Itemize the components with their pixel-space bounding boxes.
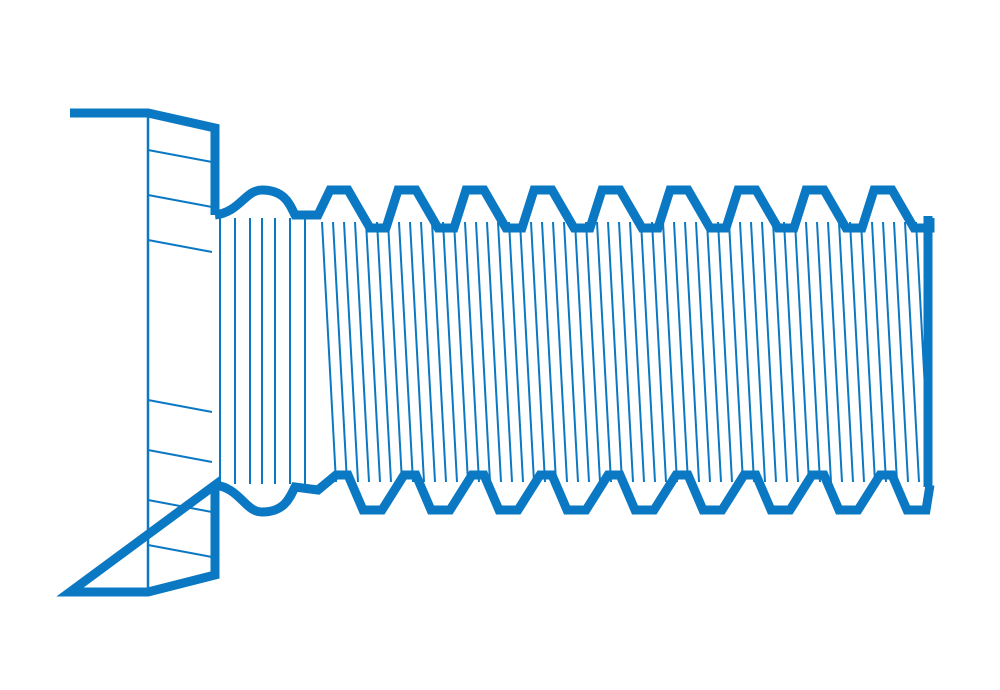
thread-line bbox=[420, 221, 436, 483]
thread-line bbox=[695, 221, 711, 483]
thread-line bbox=[893, 221, 909, 483]
thread-bottom-profile bbox=[214, 470, 935, 517]
thread-line bbox=[838, 221, 854, 483]
thread-line bbox=[552, 221, 568, 483]
thread-line bbox=[398, 221, 414, 483]
thread-line bbox=[607, 221, 623, 483]
thread-line bbox=[882, 221, 898, 483]
thread-line bbox=[321, 221, 337, 483]
knurl-line bbox=[147, 399, 213, 413]
thread-line bbox=[684, 221, 700, 483]
thread-line bbox=[475, 221, 491, 483]
detail-lines bbox=[147, 149, 931, 558]
thread-line bbox=[618, 221, 634, 483]
thread-line bbox=[343, 221, 359, 483]
thread-line bbox=[530, 221, 546, 483]
thread-line bbox=[563, 221, 579, 483]
thread-top-profile bbox=[214, 185, 935, 233]
thread-line bbox=[728, 221, 744, 483]
thread-line bbox=[442, 221, 458, 483]
thread-line bbox=[662, 221, 678, 483]
thread-line bbox=[508, 221, 524, 483]
thread-line bbox=[640, 221, 656, 483]
thread-line bbox=[849, 221, 865, 483]
thread-line bbox=[750, 221, 766, 483]
thread-line bbox=[365, 221, 381, 483]
knurl-line bbox=[147, 449, 213, 463]
thread-line bbox=[827, 221, 843, 483]
thread-line bbox=[387, 221, 403, 483]
thread-line bbox=[783, 221, 799, 483]
thread-line bbox=[574, 221, 590, 483]
thread-line bbox=[871, 221, 887, 483]
knurl-line bbox=[147, 544, 213, 558]
thread-line bbox=[904, 221, 920, 483]
thread-line bbox=[376, 221, 392, 483]
thread-line bbox=[453, 221, 469, 483]
thread-line bbox=[805, 221, 821, 483]
thread-line bbox=[596, 221, 612, 483]
thread-line bbox=[519, 221, 535, 483]
knurl-line bbox=[147, 194, 213, 208]
thread-line bbox=[409, 221, 425, 483]
thread-line bbox=[761, 221, 777, 483]
thread-line bbox=[772, 221, 788, 483]
screw-head bbox=[56, 108, 220, 597]
thread-line bbox=[717, 221, 733, 483]
thread-line bbox=[794, 221, 810, 483]
thread-line bbox=[706, 221, 722, 483]
thread-line bbox=[585, 221, 601, 483]
thread-line bbox=[332, 221, 348, 483]
thread-line bbox=[354, 221, 370, 483]
thread-line bbox=[673, 221, 689, 483]
thread-line bbox=[541, 221, 557, 483]
knurl-line bbox=[147, 149, 213, 163]
thread-line bbox=[431, 221, 447, 483]
thread-line bbox=[486, 221, 502, 483]
thread-line bbox=[497, 221, 513, 483]
thread-line bbox=[816, 221, 832, 483]
thread-line bbox=[739, 221, 755, 483]
thread-line bbox=[860, 221, 876, 483]
thread-line bbox=[651, 221, 667, 483]
knurl-line bbox=[147, 239, 213, 253]
thread-line bbox=[464, 221, 480, 483]
thread-line bbox=[629, 221, 645, 483]
